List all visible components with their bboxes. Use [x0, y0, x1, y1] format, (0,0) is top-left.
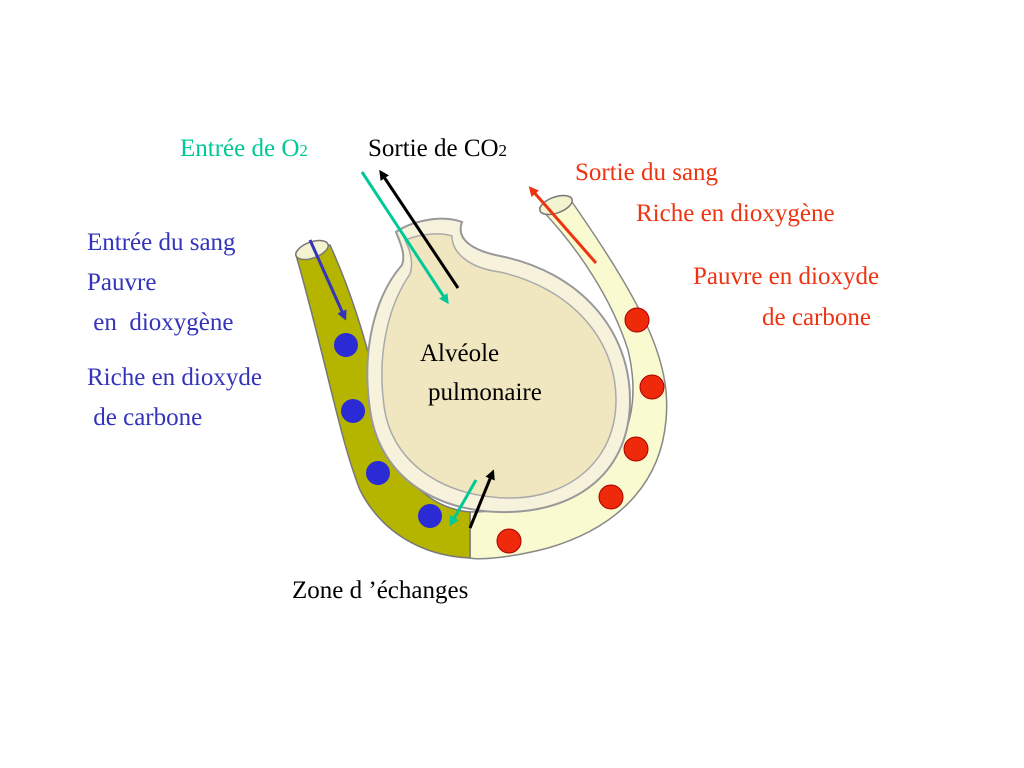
red-blood-cell — [623, 436, 649, 462]
blue-blood-cell — [341, 399, 365, 423]
red-blood-cell — [624, 307, 650, 333]
co2-exit-label: Sortie de CO2 — [368, 135, 508, 162]
blood-out-arrow — [528, 186, 598, 264]
o2-entry-arrow — [360, 171, 449, 305]
blood-in-label-2: Pauvre — [87, 269, 157, 296]
blood-out-label-4: de carbone — [762, 304, 871, 331]
blue-blood-cell — [334, 333, 358, 357]
exchange-zone-label: Zone d ’échanges — [292, 577, 469, 604]
blood-in-label-5: de carbone — [87, 404, 203, 431]
alveole-label-1: Alvéole — [420, 340, 500, 367]
alveole-label-2: pulmonaire — [428, 379, 542, 406]
blood-in-label-4: Riche en dioxyde — [87, 364, 262, 391]
co2-exit-arrow — [379, 169, 460, 289]
blue-blood-cell — [366, 461, 390, 485]
exchange-co2-arrow — [468, 469, 495, 529]
o2-entry-label: Entrée de O2 — [180, 135, 308, 162]
blood-out-label-1: Sortie du sang — [575, 159, 719, 186]
blood-in-arrow — [308, 239, 347, 321]
red-blood-cell — [598, 484, 624, 510]
red-blood-cell — [496, 528, 522, 554]
blood-in-label-1: Entrée du sang — [87, 229, 236, 256]
blood-out-label-3: Pauvre en dioxyde — [693, 263, 880, 290]
blue-blood-cell — [418, 504, 442, 528]
red-blood-cell — [639, 374, 665, 400]
blood-out-label-2: Riche en dioxygène — [636, 200, 835, 227]
capillary-inlet-opening — [295, 239, 329, 261]
blood-in-label-3: en dioxygène — [87, 309, 234, 336]
exchange-o2-arrow — [449, 479, 478, 527]
